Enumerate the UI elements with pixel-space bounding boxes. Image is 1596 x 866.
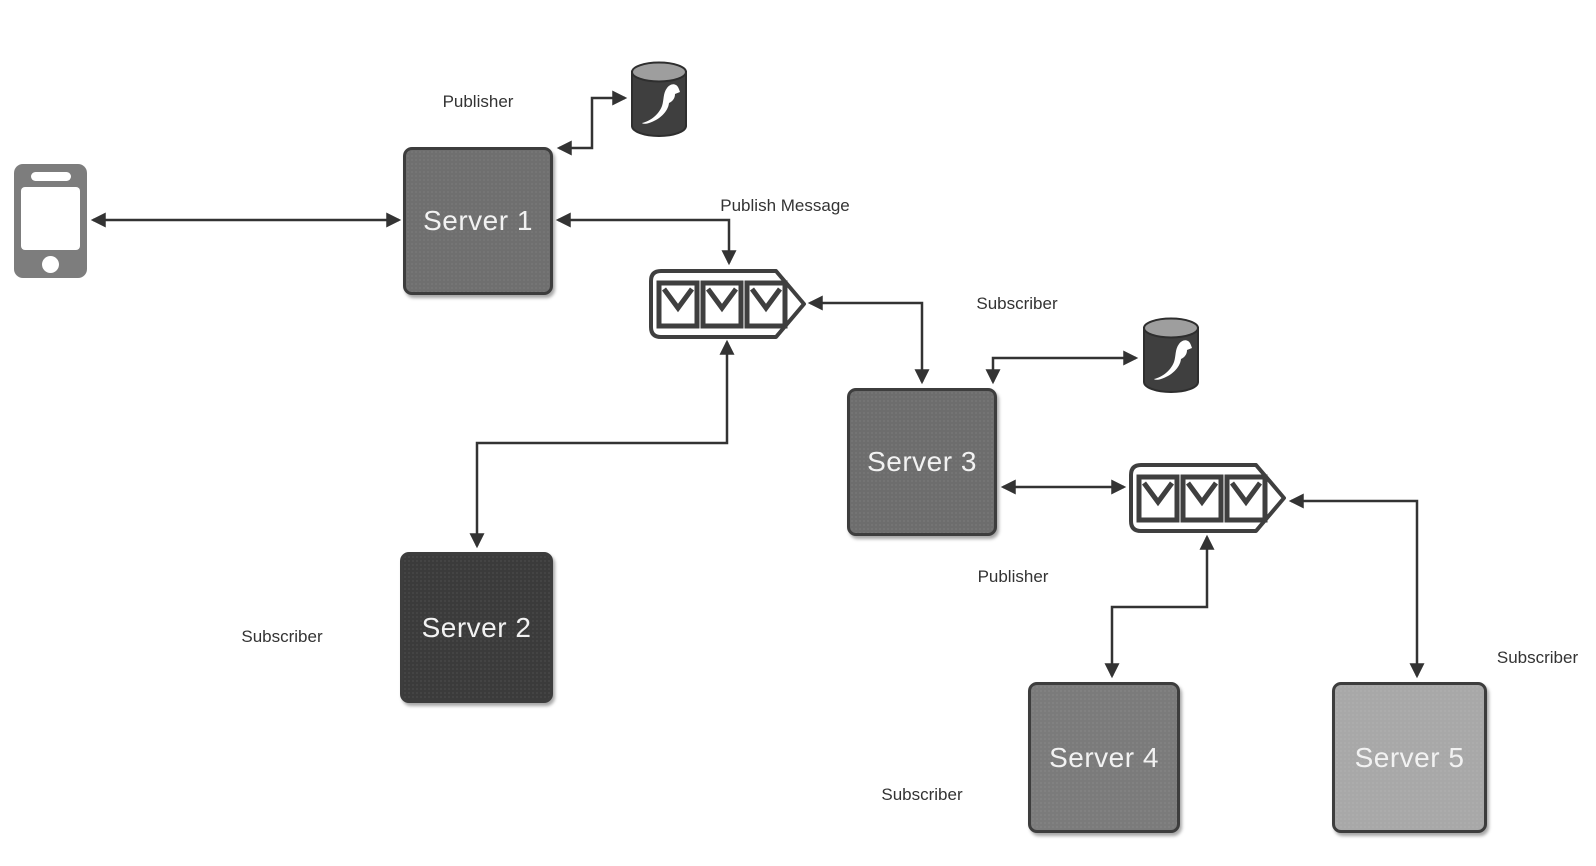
envelope-icon — [656, 280, 700, 329]
mysql-dolphin-glyph — [642, 84, 680, 124]
connector-queue1-server2 — [469, 339, 735, 549]
phone-screen — [21, 187, 80, 250]
db-cylinder-top — [1143, 317, 1199, 339]
mysql-dolphin-glyph — [1154, 340, 1192, 380]
server2-node: Server 2 — [400, 552, 553, 703]
server1-label: Server 1 — [423, 205, 533, 236]
envelope-icon — [1224, 474, 1268, 523]
connector-queue2-server5 — [1288, 493, 1425, 679]
phone-icon — [14, 164, 87, 278]
subscriber-label-server5: Subscriber — [1496, 648, 1579, 667]
envelope-icon — [1180, 474, 1224, 523]
server5-node: Server 5 — [1332, 682, 1487, 833]
server4-label: Server 4 — [1049, 741, 1159, 773]
server5-label: Server 5 — [1354, 741, 1465, 773]
message-queue-icon-2 — [1129, 463, 1286, 533]
subscriber-label-server3: Subscriber — [976, 294, 1058, 313]
phone-speaker — [31, 172, 71, 181]
server3-node: Server 3 — [847, 388, 997, 536]
publish-message-label: Publish Message — [720, 196, 850, 215]
subscriber-label-server2: Subscriber — [241, 627, 323, 646]
server1-node: Server 1 — [403, 147, 553, 295]
connector-queue1-server3 — [807, 295, 930, 385]
publisher-label-queue2: Publisher — [977, 567, 1049, 586]
envelope-icon — [700, 280, 744, 329]
phone-home-button — [42, 256, 59, 273]
server2-label: Server 2 — [421, 611, 532, 643]
connector-server1-database1 — [556, 90, 628, 156]
publisher-label-server1: Publisher — [442, 92, 514, 111]
connector-server1-queue1 — [555, 212, 737, 266]
mysql-database-icon-2 — [1143, 317, 1199, 393]
connector-queue2-server4 — [1104, 534, 1215, 679]
envelope-icon — [744, 280, 788, 329]
subscriber-label-server4: Subscriber — [881, 785, 963, 804]
server3-label: Server 3 — [867, 446, 977, 477]
message-queue-icon-1 — [649, 269, 806, 339]
mysql-database-icon-1 — [631, 61, 687, 137]
server4-node: Server 4 — [1028, 682, 1180, 833]
connector-server3-database2 — [985, 350, 1139, 385]
envelope-icon — [1136, 474, 1180, 523]
db-cylinder-top — [631, 61, 687, 83]
